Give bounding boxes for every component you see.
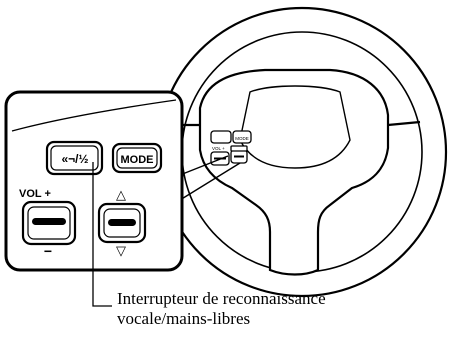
up-arrow-icon: △ — [116, 187, 126, 202]
voice-handsfree-button-inner — [50, 145, 99, 171]
inset-switch-panel-edge — [11, 99, 177, 132]
callout-label-line2: vocale/mains-libres — [117, 309, 251, 328]
wheel-mini-switches — [210, 130, 252, 166]
leader-line-lower — [179, 162, 241, 201]
vol-plus-label: VOL + — [19, 188, 51, 200]
steering-wheel — [156, 6, 448, 298]
seek-rocker-inner — [103, 208, 141, 238]
wheel-horn-pad — [239, 85, 351, 169]
mini-voice-button — [210, 130, 232, 144]
callout-pointer — [92, 162, 112, 307]
voice-handsfree-button — [45, 140, 104, 176]
magnified-inset: «¬/½ MODE VOL + − △ ▽ — [4, 90, 184, 272]
seek-rocker-groove — [108, 219, 136, 226]
volume-rocker-inner — [27, 206, 71, 240]
wheel-spoke-right — [387, 120, 421, 127]
wheel-hub — [198, 68, 390, 276]
vol-minus-label: − — [44, 243, 52, 259]
volume-rocker-groove — [32, 218, 66, 225]
voice-handsfree-symbol: «¬/½ — [61, 152, 88, 166]
mini-mode-button — [232, 130, 252, 144]
mini-mode-label: MODE — [235, 136, 249, 141]
leader-line-upper — [179, 155, 229, 176]
mode-button-inner — [116, 147, 158, 169]
mode-button-label: MODE — [121, 154, 154, 166]
down-arrow-icon: ▽ — [116, 243, 126, 258]
zoom-leader-lines — [179, 155, 241, 201]
mini-seek-button-2 — [230, 145, 248, 152]
callout-label-line1: Interrupteur de reconnaissance — [117, 289, 326, 308]
mode-button — [111, 142, 163, 174]
mini-vol-label: VOL + — [212, 146, 225, 151]
